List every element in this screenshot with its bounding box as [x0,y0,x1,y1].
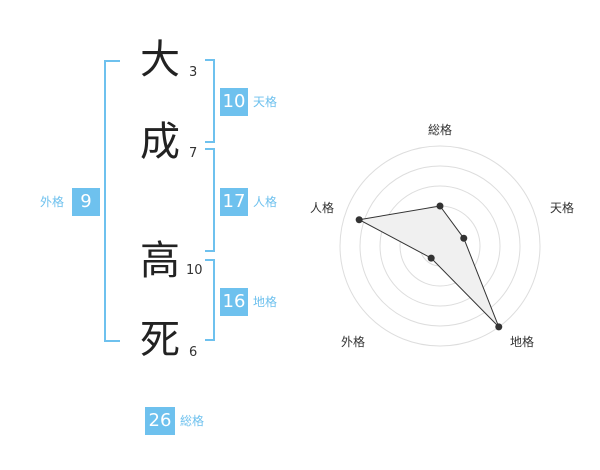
gaikaku-badge: 9 [72,188,100,216]
soukaku-badge: 26 [145,407,175,435]
gaikaku-label: 外格 [40,195,65,209]
radar-point-chikaku [495,323,503,331]
stroke-count-2: 7 [189,146,198,161]
jinkaku-label: 人格 [253,195,278,209]
radar-ring [339,145,541,347]
chikaku-bracket [205,259,215,341]
jinkaku-badge: 17 [220,188,248,216]
radar-chart: 総格 天格 地格 外格 人格 [310,122,574,349]
name-char-1: 大 [140,37,180,83]
stroke-count-1: 3 [189,65,198,80]
name-char-2: 成 [140,119,180,165]
radar-label-left: 人格 [310,200,334,215]
chikaku-label: 地格 [253,295,278,309]
radar-point-soukaku [436,202,444,210]
radar-ring [359,165,521,327]
radar-label-right: 天格 [550,200,574,215]
tenkaku-badge: 10 [220,88,248,116]
name-char-4: 死 [140,317,180,363]
tenkaku-bracket [205,59,215,143]
soukaku-label: 総格 [180,414,205,428]
radar-label-bottom-left: 外格 [341,334,365,349]
radar-label-top: 総格 [428,122,452,137]
radar-point-jinkaku [355,216,363,224]
radar-points [355,202,503,331]
radar-label-bottom-right: 地格 [510,334,534,349]
tenkaku-label: 天格 [253,95,278,109]
gaikaku-bracket [104,60,120,342]
jinkaku-bracket [205,148,215,252]
name-char-3: 高 [140,238,180,284]
radar-ring [379,185,501,307]
radar-point-gaikaku [427,254,435,262]
radar-polygon [357,205,500,328]
stroke-count-4: 6 [189,345,198,360]
stroke-count-3: 10 [186,263,203,278]
chikaku-badge: 16 [220,288,248,316]
radar-point-tenkaku [460,234,468,242]
